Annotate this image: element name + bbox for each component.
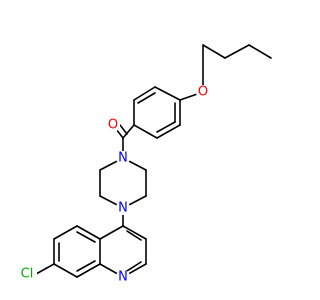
bond-benzene-2 (133, 86, 156, 101)
atom-ether-oxygen: O (196, 85, 210, 100)
molecule-structure: O O N N N Cl (17, 44, 272, 285)
bond-benzene-1 (154, 86, 181, 101)
bond-butyl-2 (224, 44, 250, 59)
bond-benzene-inner-1 (137, 92, 156, 104)
atom-quinoline-n: N (116, 270, 130, 285)
bond-pyridine-1 (122, 225, 147, 240)
bond-benzene-inner-2 (156, 121, 176, 133)
bond-benzo-5 (76, 263, 101, 278)
bond-butyl-3 (202, 44, 226, 59)
atom-piperazine-n-top: N (116, 151, 130, 166)
bond-pyridine-6 (99, 225, 124, 240)
piperazine-n-bottom-label: N (118, 201, 128, 216)
carbonyl-oxygen-label: O (108, 118, 118, 133)
bond-pyridine-inner-1 (126, 230, 142, 241)
bond-butyl-1 (248, 44, 272, 59)
bond-benzene-4 (133, 124, 158, 139)
piperazine-n-top-label: N (118, 151, 128, 166)
chlorine-label: Cl (21, 267, 34, 282)
bond-benzo-1 (76, 225, 101, 240)
bond-benzo-4 (53, 263, 78, 278)
bond-ring-carbonyl (122, 124, 135, 139)
atom-chlorine: Cl (17, 266, 37, 282)
bond-carbonyl-double-b (119, 124, 128, 135)
quinoline-n-label: N (118, 270, 128, 285)
bond-pyridine-inner-2 (126, 261, 142, 272)
atom-piperazine-n-bottom: N (116, 201, 130, 216)
ether-oxygen-label: O (198, 85, 208, 100)
bond-benzo-inner-3 (76, 260, 96, 272)
bond-benzene-5 (156, 124, 181, 139)
bond-benzo-2 (53, 225, 78, 240)
atom-carbonyl-oxygen: O (106, 118, 120, 133)
bond-benzo-inner-1 (76, 231, 96, 243)
bond-chlorine (35, 263, 55, 275)
